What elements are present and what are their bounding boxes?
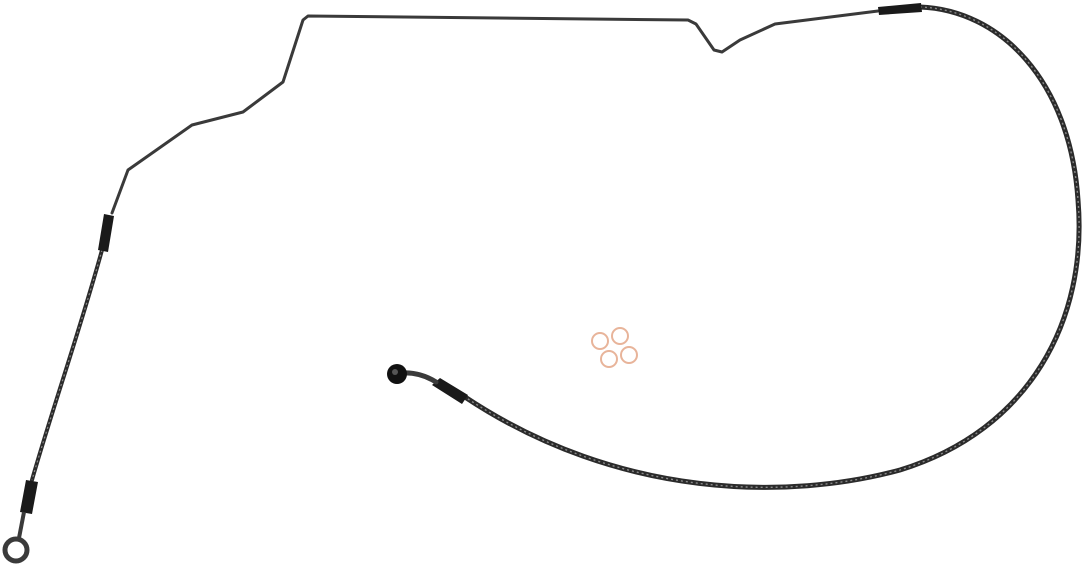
crush-washers	[591, 327, 638, 368]
top-right-ferrule	[878, 3, 922, 15]
left-braided-hose-highlight	[31, 249, 103, 481]
hard-brake-line	[110, 9, 880, 215]
left-lower-ferrule	[20, 480, 38, 514]
left-upper-ferrule	[98, 214, 114, 252]
crush-washer	[600, 350, 618, 368]
crush-washer	[620, 346, 638, 364]
banjo-ferrule	[432, 378, 468, 404]
banjo-fitting-hole	[392, 369, 398, 375]
eyelet-stem	[17, 511, 26, 539]
crush-washer	[591, 332, 609, 350]
right-braided-hose-highlight	[464, 6, 1080, 489]
eyelet-fitting	[2, 536, 30, 564]
banjo-neck	[399, 370, 439, 385]
right-braided-hose	[462, 4, 1082, 490]
crush-washer	[611, 327, 629, 345]
